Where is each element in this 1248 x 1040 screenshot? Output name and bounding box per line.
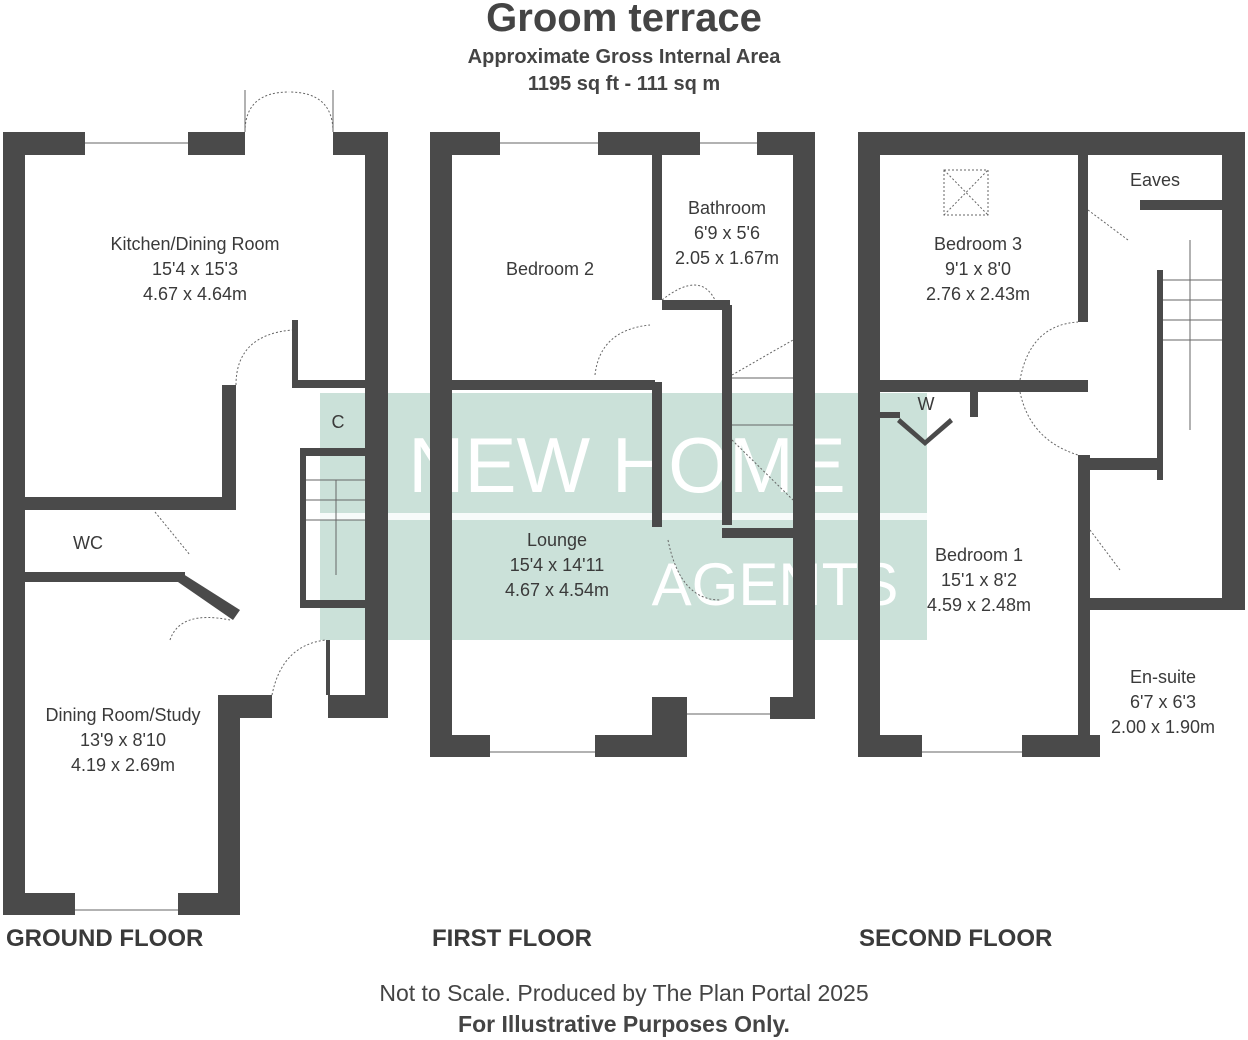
room-name: C	[332, 412, 345, 432]
ground-floor-label: GROUND FLOOR	[6, 925, 204, 952]
room-imperial: 9'1 x 8'0	[945, 259, 1011, 279]
room-metric: 2.05 x 1.67m	[675, 248, 779, 268]
room-metric: 4.67 x 4.64m	[143, 284, 247, 304]
room-name: Bedroom 1	[935, 545, 1023, 565]
room-imperial: 6'9 x 5'6	[694, 223, 760, 243]
room-metric: 2.76 x 2.43m	[926, 284, 1030, 304]
room-name: Lounge	[527, 530, 587, 550]
room-name: WC	[73, 533, 103, 553]
room-name: Bathroom	[688, 198, 766, 218]
first-floor-plan: Bedroom 2 Bathroom 6'9 x 5'6 2.05 x 1.67…	[430, 132, 815, 757]
footer-credit: Not to Scale. Produced by The Plan Porta…	[379, 980, 869, 1006]
area-value: 1195 sq ft - 111 sq m	[527, 73, 721, 95]
room-name: Bedroom 3	[934, 234, 1022, 254]
room-name: Dining Room/Study	[45, 705, 200, 725]
room-metric: 4.59 x 2.48m	[927, 595, 1031, 615]
watermark-line-1: NEW HOME	[408, 421, 846, 509]
area-caption: Approximate Gross Internal Area	[467, 46, 781, 68]
room-name: Eaves	[1130, 170, 1180, 190]
room-imperial: 15'4 x 15'3	[152, 259, 238, 279]
room-imperial: 6'7 x 6'3	[1130, 692, 1196, 712]
room-metric: 4.67 x 4.54m	[505, 580, 609, 600]
plan-title: Groom terrace	[486, 0, 762, 40]
second-floor-plan: Eaves Bedroom 3 9'1 x 8'0 2.76 x 2.43m W…	[858, 132, 1245, 757]
room-name: W	[918, 394, 935, 414]
watermark-line-2: AGENTS	[652, 551, 899, 618]
room-imperial: 15'1 x 8'2	[941, 570, 1017, 590]
room-metric: 4.19 x 2.69m	[71, 755, 175, 775]
watermark: NEW HOME AGENTS	[320, 393, 927, 640]
second-floor-label: SECOND FLOOR	[859, 925, 1053, 952]
room-name: En-suite	[1130, 667, 1196, 687]
room-imperial: 13'9 x 8'10	[80, 730, 166, 750]
first-floor-label: FIRST FLOOR	[432, 925, 592, 952]
room-name: Kitchen/Dining Room	[110, 234, 279, 254]
room-name: Bedroom 2	[506, 259, 594, 279]
ground-floor-plan: Kitchen/Dining Room 15'4 x 15'3 4.67 x 4…	[3, 90, 388, 915]
room-metric: 2.00 x 1.90m	[1111, 717, 1215, 737]
room-imperial: 15'4 x 14'11	[510, 555, 605, 575]
footer-disclaimer: For Illustrative Purposes Only.	[458, 1011, 790, 1037]
